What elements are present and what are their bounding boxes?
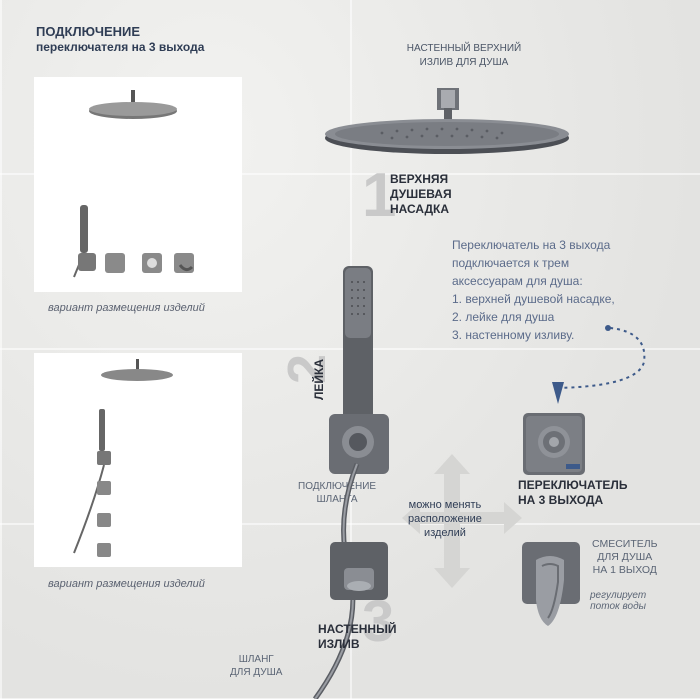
move-arrows-icon [402,454,522,588]
page-subtitle: переключателя на 3 выхода [36,40,205,54]
movable-note: можно менять расположение изделий [408,499,482,539]
three-way-switch-icon [523,413,585,475]
switch-info-text: Переключатель на 3 выхода подключается к… [452,238,615,342]
number-2: 2 [277,353,338,385]
upper-shower-head-label: ВЕРХНЯЯ ДУШЕВАЯ НАСАДКА [390,172,452,216]
mixer-note: регулирует поток воды [590,590,647,612]
number-1: 1 [362,161,397,230]
wall-spout-label: НАСТЕННЫЙ ВЕРХНИЙ ИЗЛИВ ДЛЯ ДУША [406,43,522,68]
mixer-label: СМЕСИТЕЛЬ ДЛЯ ДУША НА 1 ВЫХОД [592,538,658,576]
shower-mixer-icon [522,542,580,626]
variant-caption-1: вариант размещения изделий [48,302,205,314]
hose-connection-label: ПОДКЛЮЧЕНИЕ ШЛАНГА [298,481,377,505]
hose-label: ШЛАНГ ДЛЯ ДУША [230,654,283,678]
layout-variant-2-illustration [73,359,173,557]
variant-caption-2: вариант размещения изделий [48,578,205,590]
dotted-arrow-icon [552,325,646,404]
layout-variant-1-illustration [73,90,194,278]
layout-variant-panel-2 [34,353,242,567]
number-3: 3 [362,589,395,654]
switch-label: ПЕРЕКЛЮЧАТЕЛЬ НА 3 ВЫХОДА [518,478,628,507]
page-title: ПОДКЛЮЧЕНИЕ [36,24,141,39]
hand-shower-icon [329,266,389,474]
wall-outlet-label: НАСТЕННЫЙ ИЗЛИВ [318,622,397,651]
hand-shower-label: ЛЕЙКА [312,358,326,400]
layout-variant-panel-1 [34,77,242,292]
rain-shower-head-icon [325,88,569,154]
wall-outlet-icon [330,542,388,600]
